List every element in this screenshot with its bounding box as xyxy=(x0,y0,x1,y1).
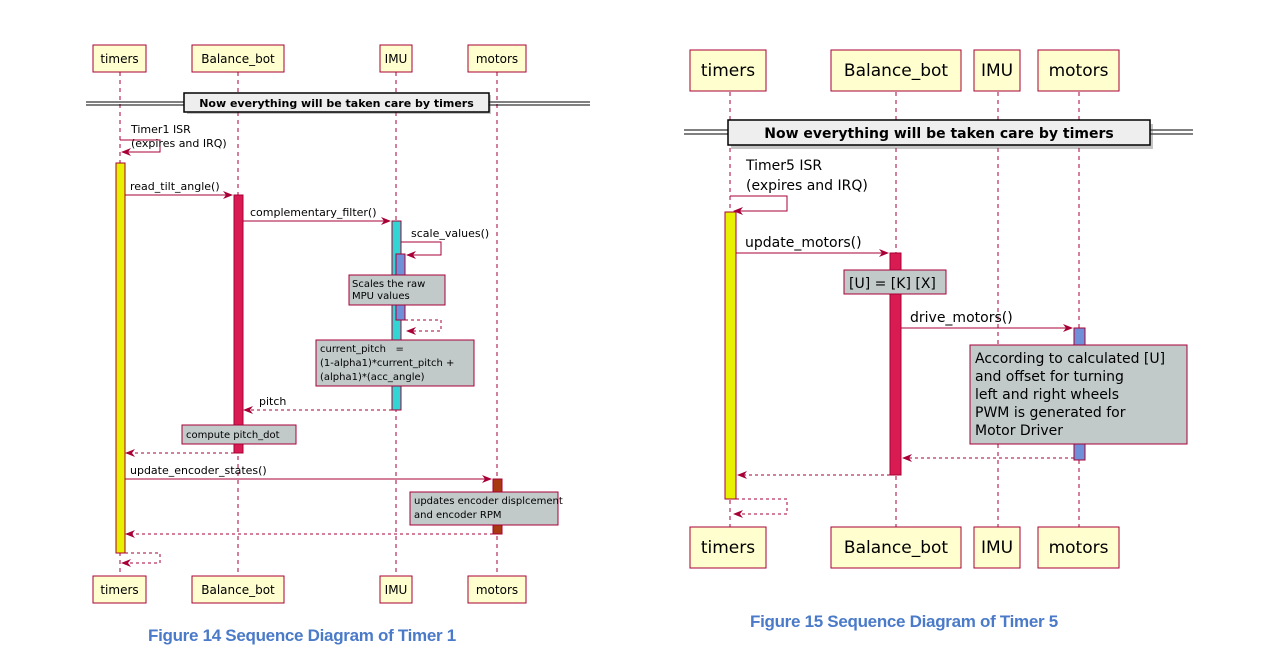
msg-update-encoder: update_encoder_states() xyxy=(130,464,267,477)
activation-balance-bot xyxy=(233,194,244,454)
divider-label: Now everything will be taken care by tim… xyxy=(764,126,1113,142)
svg-text:MPU values: MPU values xyxy=(352,291,410,302)
msg-complementary-filter: complementary_filter() xyxy=(250,206,377,219)
svg-text:and offset for turning: and offset for turning xyxy=(975,369,1124,385)
activation-balance-bot xyxy=(889,252,902,476)
note-ukx: [U] = [K] [X] xyxy=(843,269,947,295)
msg-read-tilt: read_tilt_angle() xyxy=(130,180,220,193)
svg-text:[U] = [K] [X]: [U] = [K] [X] xyxy=(849,276,936,292)
svg-text:PWM is generated for: PWM is generated for xyxy=(975,405,1126,421)
participant-balance-bot-top xyxy=(830,49,962,92)
participant-label: timers xyxy=(100,583,138,597)
participant-label: IMU xyxy=(385,52,408,66)
msg-drive-motors: drive_motors() xyxy=(910,310,1013,326)
participant-label: motors xyxy=(1049,61,1109,81)
note-pitch-dot: compute pitch_dot xyxy=(181,424,297,445)
svg-text:According to calculated [U]: According to calculated [U] xyxy=(975,351,1165,367)
svg-text:Motor Driver: Motor Driver xyxy=(975,423,1063,439)
divider: Now everything will be taken care by tim… xyxy=(684,119,1193,149)
svg-text:left and right wheels: left and right wheels xyxy=(975,387,1119,403)
msg-timer-isr-sub: (expires and IRQ) xyxy=(746,178,868,194)
participant-balance-bot-bottom xyxy=(191,575,285,604)
participant-imu-bottom xyxy=(379,575,413,604)
participant-imu-top xyxy=(379,44,413,73)
note-encoder: updates encoder displcement and encoder … xyxy=(409,491,563,526)
participant-timers-top xyxy=(689,49,767,92)
participant-imu-top xyxy=(973,49,1021,92)
participant-motors-bottom xyxy=(467,575,527,604)
caption-figure-14: Figure 14 Sequence Diagram of Timer 1 xyxy=(148,626,456,645)
participant-label: IMU xyxy=(981,61,1013,81)
svg-text:(alpha1)*(acc_angle): (alpha1)*(acc_angle) xyxy=(320,372,425,383)
msg-timer-isr: Timer5 ISR xyxy=(745,158,822,174)
caption-figure-15: Figure 15 Sequence Diagram of Timer 5 xyxy=(750,612,1058,631)
participant-label: Balance_bot xyxy=(844,61,948,81)
participant-label: Balance_bot xyxy=(844,538,948,558)
figure-14: timers Balance_bot IMU motors Now everyt… xyxy=(86,44,590,604)
msg-scale-values: scale_values() xyxy=(411,227,489,240)
divider: Now everything will be taken care by tim… xyxy=(86,92,590,114)
note-according: According to calculated [U] and offset f… xyxy=(969,344,1188,445)
participant-balance-bot-top xyxy=(191,44,285,73)
participant-label: motors xyxy=(1049,538,1109,558)
participant-label: Balance_bot xyxy=(201,52,275,66)
activation-timers xyxy=(724,211,737,500)
svg-text:Scales the raw: Scales the raw xyxy=(352,279,425,290)
participant-imu-bottom xyxy=(973,526,1021,569)
participant-label: IMU xyxy=(981,538,1013,558)
msg-update-motors: update_motors() xyxy=(745,235,862,251)
participant-label: motors xyxy=(476,52,518,66)
msg-pitch: pitch xyxy=(259,395,286,408)
participant-label: timers xyxy=(701,61,755,81)
participant-label: IMU xyxy=(385,583,408,597)
participant-motors-bottom xyxy=(1037,526,1120,569)
participant-timers-bottom xyxy=(92,575,147,604)
msg-timer-isr: Timer1 ISR xyxy=(130,123,191,136)
figure-15: timers Balance_bot IMU motors Now everyt… xyxy=(684,49,1193,569)
participant-timers-top xyxy=(92,44,147,73)
svg-text:compute pitch_dot: compute pitch_dot xyxy=(186,430,280,441)
participant-label: motors xyxy=(476,583,518,597)
svg-text:current_pitch =: current_pitch = xyxy=(320,344,404,355)
svg-text:(1-alpha1)*current_pitch +: (1-alpha1)*current_pitch + xyxy=(320,358,454,369)
note-current-pitch: current_pitch = (1-alpha1)*current_pitch… xyxy=(315,339,475,387)
participant-motors-top xyxy=(1037,49,1120,92)
participant-motors-top xyxy=(467,44,527,73)
svg-text:updates encoder displcement: updates encoder displcement xyxy=(414,496,563,507)
svg-text:and encoder RPM: and encoder RPM xyxy=(414,510,502,521)
msg-timer-isr-sub: (expires and IRQ) xyxy=(131,137,227,150)
participant-timers-bottom xyxy=(689,526,767,569)
activation-timers xyxy=(115,162,126,554)
participant-label: Balance_bot xyxy=(201,583,275,597)
participant-label: timers xyxy=(701,538,755,558)
note-scales: Scales the raw MPU values xyxy=(348,274,446,306)
participant-balance-bot-bottom xyxy=(830,526,962,569)
participant-label: timers xyxy=(100,52,138,66)
divider-label: Now everything will be taken care by tim… xyxy=(199,97,474,110)
